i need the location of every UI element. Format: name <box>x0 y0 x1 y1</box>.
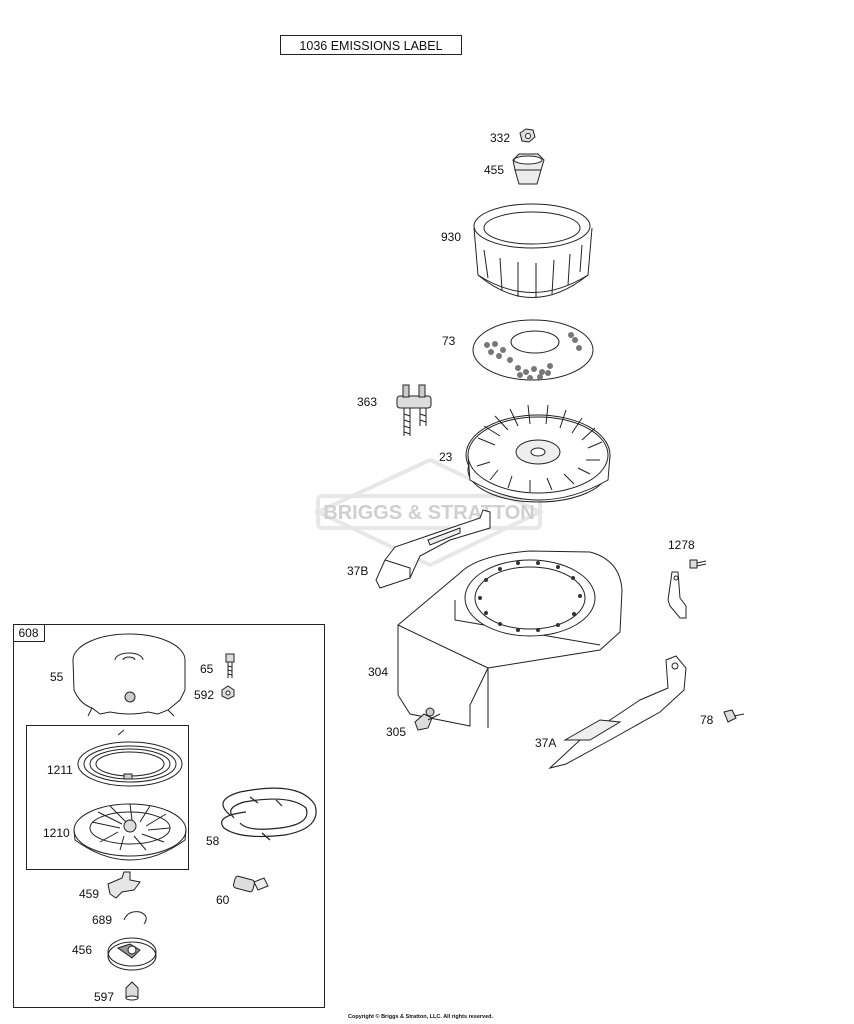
callout-37b[interactable]: 37B <box>347 564 369 578</box>
callout-305[interactable]: 305 <box>386 725 407 739</box>
callout-73[interactable]: 73 <box>442 334 456 348</box>
starter-retainer-456 <box>107 937 157 971</box>
callout-23[interactable]: 23 <box>439 450 453 464</box>
callout-363[interactable]: 363 <box>357 395 378 409</box>
watermark-text: BRIGGS & STRATTON <box>323 502 534 524</box>
callout-78[interactable]: 78 <box>700 713 714 727</box>
callout-332[interactable]: 332 <box>490 131 511 145</box>
pulley-subassembly-box <box>26 725 189 870</box>
callout-597[interactable]: 597 <box>94 990 115 1004</box>
callout-689[interactable]: 689 <box>92 913 113 927</box>
callout-60[interactable]: 60 <box>216 893 230 907</box>
callout-55[interactable]: 55 <box>50 670 64 684</box>
starter-housing-55 <box>72 633 186 717</box>
screw-1278 <box>689 559 707 569</box>
retainer-spring-689 <box>123 911 147 925</box>
screw-305 <box>414 713 441 731</box>
callout-1278[interactable]: 1278 <box>668 538 695 552</box>
nut-592 <box>221 685 235 700</box>
starter-dog-459 <box>107 871 141 899</box>
flywheel-23 <box>465 404 611 503</box>
brand-watermark <box>313 457 545 568</box>
callout-930[interactable]: 930 <box>441 230 462 244</box>
callout-65[interactable]: 65 <box>200 662 214 676</box>
air-guide-37b <box>375 509 491 589</box>
nut-332 <box>519 128 536 143</box>
callout-58[interactable]: 58 <box>206 834 220 848</box>
callout-459[interactable]: 459 <box>79 887 100 901</box>
rotating-screen-930 <box>473 203 593 298</box>
copyright-notice: Copyright © Briggs & Stratton, LLC. All … <box>348 1014 494 1020</box>
emissions-label: 1036 EMISSIONS LABEL <box>280 35 462 55</box>
air-guide-37a <box>548 655 687 769</box>
callout-456[interactable]: 456 <box>72 943 93 957</box>
starter-kit-box <box>13 624 325 1008</box>
retainer-455 <box>512 153 545 185</box>
pulley-1210 <box>73 803 187 861</box>
starter-handle-60 <box>232 875 269 893</box>
callout-1210[interactable]: 1210 <box>43 826 70 840</box>
callout-37a[interactable]: 37A <box>535 736 557 750</box>
screw-78 <box>723 709 745 723</box>
rewind-spring-1211 <box>77 729 183 787</box>
screw-65 <box>225 653 235 678</box>
debris-screen-73 <box>472 319 594 381</box>
bracket-1278 <box>667 571 687 619</box>
kit-number-tag: 608 <box>13 624 45 642</box>
starter-rope-58 <box>221 787 317 841</box>
callout-455[interactable]: 455 <box>484 163 505 177</box>
callout-592[interactable]: 592 <box>194 688 215 702</box>
callout-304[interactable]: 304 <box>368 665 389 679</box>
blower-housing-304 <box>397 550 623 728</box>
screw-597 <box>125 981 139 1001</box>
armature-bracket-363 <box>396 384 432 436</box>
callout-1211[interactable]: 1211 <box>47 763 73 777</box>
